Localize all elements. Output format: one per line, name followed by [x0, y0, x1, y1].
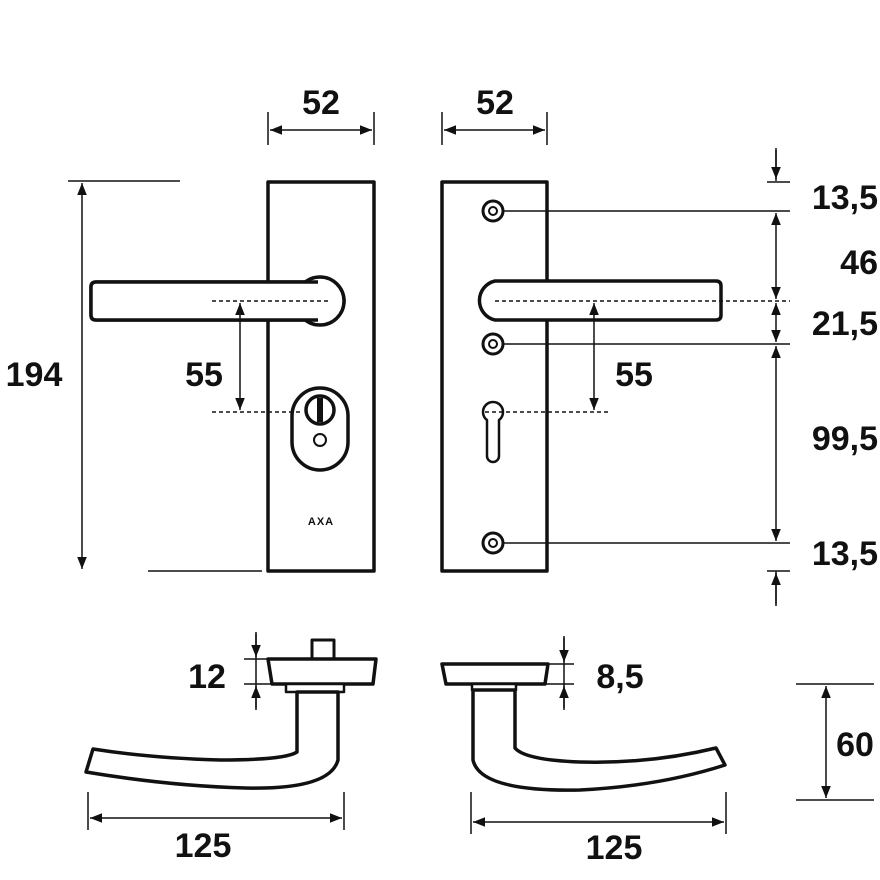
dim-left-handle-length: 125: [175, 827, 232, 865]
dim-total-height: 194: [6, 356, 63, 394]
left-backplate: [266, 180, 376, 573]
dim-screw-to-handle: 46: [840, 244, 878, 282]
left-turn-spindle: [310, 638, 336, 661]
right-backplate: [440, 180, 549, 573]
dim-handle-to-screw: 21,5: [812, 305, 878, 343]
left-side-view: [84, 638, 378, 790]
dim-top-screw-offset: 13,5: [812, 179, 878, 217]
dim-left-rose-thickness: 12: [188, 658, 226, 696]
right-rose-side: [440, 662, 550, 686]
right-front-view: [440, 180, 790, 573]
dim-left-plate-width: 52: [302, 84, 340, 122]
left-rose-side: [266, 657, 378, 686]
dim-right-rose-thickness: 8,5: [596, 658, 643, 696]
left-handle-side: [84, 690, 340, 790]
dim-handle-projection: 60: [836, 726, 874, 764]
dimension-lines: [68, 112, 874, 834]
dim-left-handle-cylinder: 55: [185, 356, 223, 394]
right-handle-side: [471, 688, 727, 792]
keyhole-euro-profile: [481, 400, 505, 464]
right-side-view: [440, 662, 727, 792]
dim-bottom-screw-offset: 13,5: [812, 535, 878, 573]
dim-right-handle-length: 125: [586, 829, 643, 867]
dim-right-plate-width: 52: [476, 84, 514, 122]
left-cylinder-hole: [313, 433, 327, 447]
dimension-labels: 52 52 194 55 55 13,5 46 21,5 99,5 13,5 1…: [6, 84, 878, 867]
left-front-view: AXA: [89, 180, 376, 573]
dim-screw-to-screw: 99,5: [812, 420, 878, 458]
dim-right-handle-cylinder: 55: [615, 356, 653, 394]
brand-logo: AXA: [308, 516, 334, 528]
